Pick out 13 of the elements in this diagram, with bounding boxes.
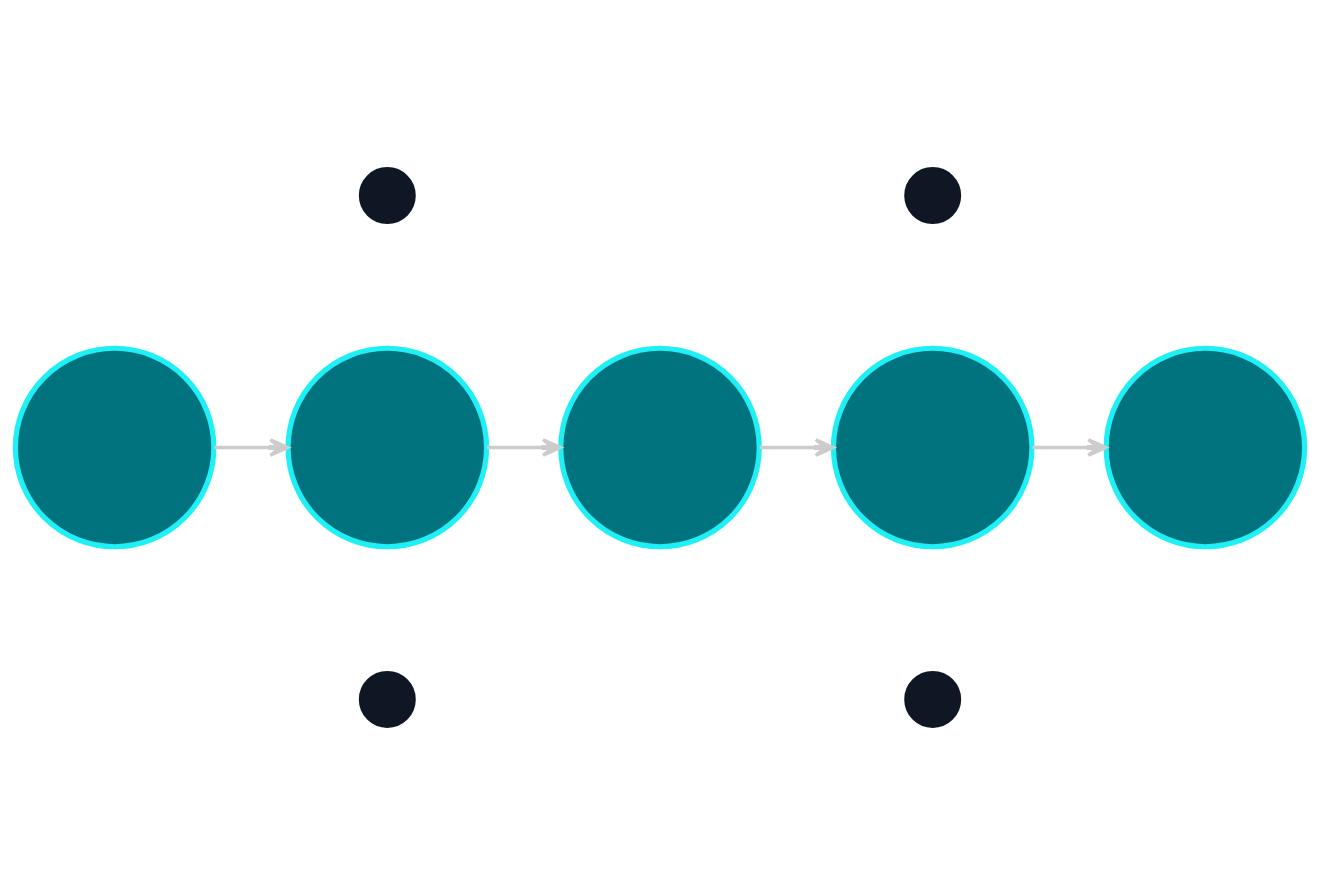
arrow [759,437,835,457]
node-circle [904,166,962,224]
node-circle [904,670,962,728]
node-circle [1103,345,1308,549]
node-circle [558,345,762,549]
node-circle [285,345,490,549]
node-circle [358,166,416,224]
arrow [214,437,290,457]
node-circle [830,345,1035,549]
node-circle [358,670,416,728]
node-circle [12,345,217,549]
arrow [1032,437,1108,457]
arrow [487,437,563,457]
